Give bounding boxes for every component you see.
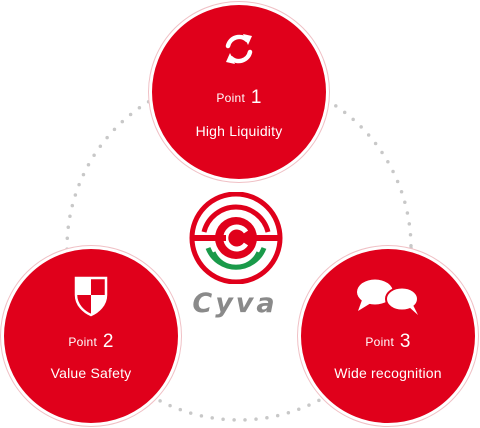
refresh-icon <box>221 31 257 72</box>
point-2-number: 2 <box>102 331 114 352</box>
point-1-circle: Point 1 High Liquidity <box>149 2 329 182</box>
speech-bubbles-icon <box>352 277 424 322</box>
point-1-prefix: Point <box>216 91 246 105</box>
point-3-label: Wide recognition <box>334 365 442 381</box>
point-3-prefix: Point <box>365 335 395 349</box>
brand-name: Cyva <box>192 288 278 319</box>
shield-icon <box>74 275 108 322</box>
point-2-prefix: Point <box>68 335 98 349</box>
point-1-number: 1 <box>250 87 262 108</box>
point-2-circle: Point 2 Value Safety <box>1 246 181 426</box>
point-1-label: High Liquidity <box>195 123 283 139</box>
point-3-number: 3 <box>399 331 411 352</box>
point-2-heading: Point 2 <box>4 331 178 353</box>
point-2-label: Value Safety <box>50 365 132 381</box>
point-1-heading: Point 1 <box>152 87 326 109</box>
point-3-circle: Point 3 Wide recognition <box>298 246 478 426</box>
cyva-logo-icon <box>186 191 286 289</box>
point-3-heading: Point 3 <box>301 331 475 353</box>
